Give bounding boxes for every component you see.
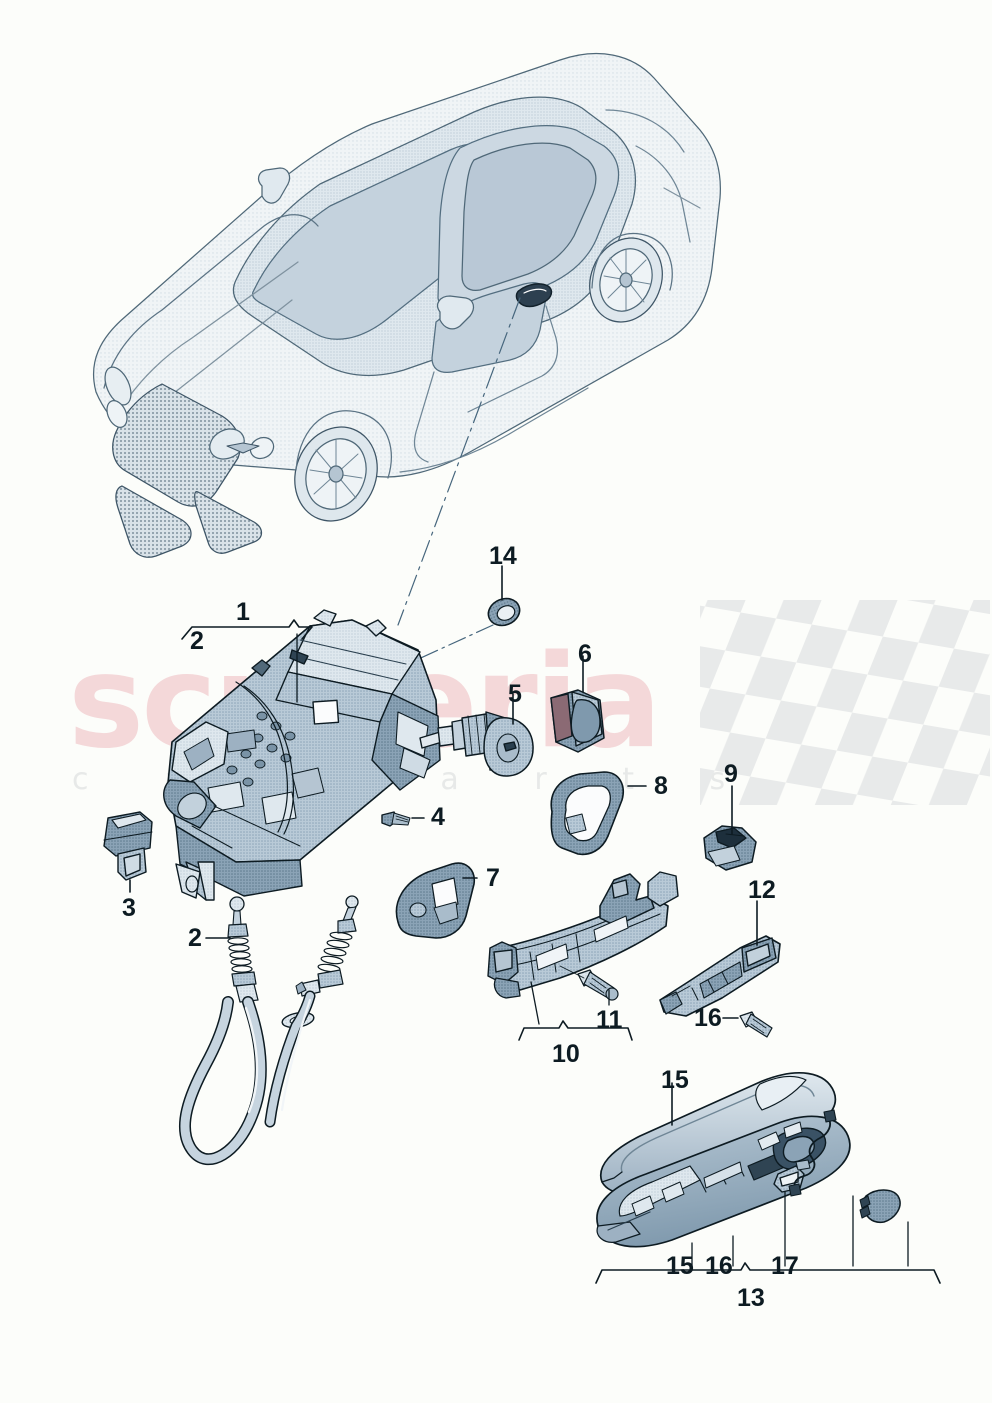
vehicle-illustration: [92, 52, 721, 558]
part-11-carrier-bolt: [559, 965, 619, 1001]
callout-2-module: 2: [190, 627, 204, 655]
callout-leader-lines: [129, 565, 941, 1284]
part-17-keyless-sensor: [773, 1109, 901, 1224]
part-12-handle-lever-bracket: [659, 935, 781, 1017]
part-9-retaining-clip: [703, 825, 757, 871]
callout-16-stack: 16: [705, 1252, 733, 1280]
callout-7: 7: [486, 864, 500, 892]
part-8-lock-bezel: [550, 771, 624, 856]
part-5-lock-cylinder: [419, 711, 534, 777]
part-14-seal-ring: [487, 597, 521, 627]
callout-6: 6: [578, 640, 592, 668]
callout-5: 5: [508, 680, 522, 708]
callout-13: 13: [737, 1284, 765, 1312]
callout-15: 15: [661, 1066, 689, 1094]
part-10-handle-carrier-rail: [487, 871, 679, 999]
callout-14: 14: [489, 542, 517, 570]
part-16-screw-upper: [739, 1011, 773, 1038]
callout-15-stack: 15: [666, 1252, 694, 1280]
callout-3: 3: [122, 894, 136, 922]
part-7-end-cap-trim: [395, 862, 476, 939]
part-4-screw: [381, 811, 411, 827]
part-2-bowden-cable-right: [264, 895, 359, 1128]
part-6-cylinder-cap: [550, 689, 605, 753]
callout-17: 17: [771, 1252, 799, 1280]
callout-4: 4: [431, 803, 445, 831]
callout-2-cable: 2: [188, 924, 202, 952]
callout-12: 12: [748, 876, 776, 904]
callout-9: 9: [724, 760, 738, 788]
part-3-connector: [103, 811, 153, 881]
callout-16-upper: 16: [694, 1004, 722, 1032]
leader-line-car-to-module: [397, 297, 521, 626]
callout-8: 8: [654, 772, 668, 800]
part-1-door-lock-module: [163, 609, 441, 901]
callout-11: 11: [596, 1006, 623, 1034]
callout-1: 1: [236, 598, 250, 626]
part-2-bowden-cable-left: [178, 896, 267, 1166]
callout-10: 10: [552, 1040, 580, 1068]
checkered-flag-icon: [700, 600, 990, 805]
